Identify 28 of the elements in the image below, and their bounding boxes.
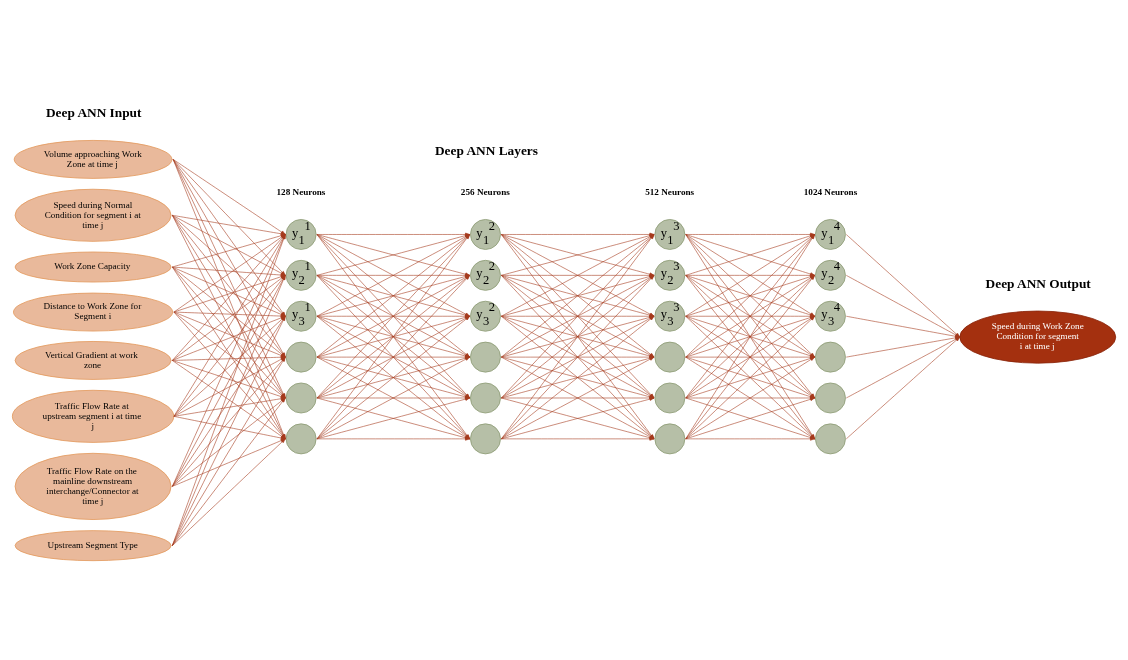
label: Deep ANN Input: [45, 104, 142, 120]
node-ellipse: Traffic Flow Rate on the mainline downstream interchange/Connector at time j: [14, 452, 172, 520]
node-ellipse: Speed during Work Zone Condition for segment i at time j: [959, 310, 1117, 364]
node-circle: [285, 382, 317, 414]
label: Deep ANN Output: [985, 275, 1091, 291]
node-circle: [470, 423, 501, 455]
label: 256 Neurons: [460, 187, 510, 198]
node-ellipse: Upstream Segment Type: [14, 530, 172, 562]
node-circle: [815, 341, 846, 373]
label: 1024 Neurons: [803, 187, 858, 198]
node-circle: [285, 423, 317, 455]
label: 512 Neurons: [645, 187, 695, 198]
node-ellipse: Traffic Flow Rate at upstream segment i at time j: [11, 389, 175, 443]
node-ellipse: Work Zone Capacity: [14, 251, 172, 283]
node-circle: [470, 382, 501, 414]
node-circle: [815, 382, 846, 414]
node-circle: [654, 341, 686, 373]
label: Deep ANN Layers: [435, 143, 538, 159]
node-ellipse: Volume approaching Work Zone at time j: [13, 140, 173, 179]
node-ellipse: Vertical Gradient at work zone: [14, 341, 172, 380]
node-ellipse: Distance to Work Zone for Segment i: [13, 292, 174, 332]
node-ellipse: Speed during Normal Condition for segment i at time j: [14, 188, 172, 242]
node-circle: [470, 341, 501, 373]
node-circle: [654, 382, 686, 414]
node-circle: [654, 423, 686, 455]
node-circle: [285, 341, 317, 373]
node-circle: [815, 423, 846, 455]
label: 128 Neurons: [276, 187, 326, 198]
